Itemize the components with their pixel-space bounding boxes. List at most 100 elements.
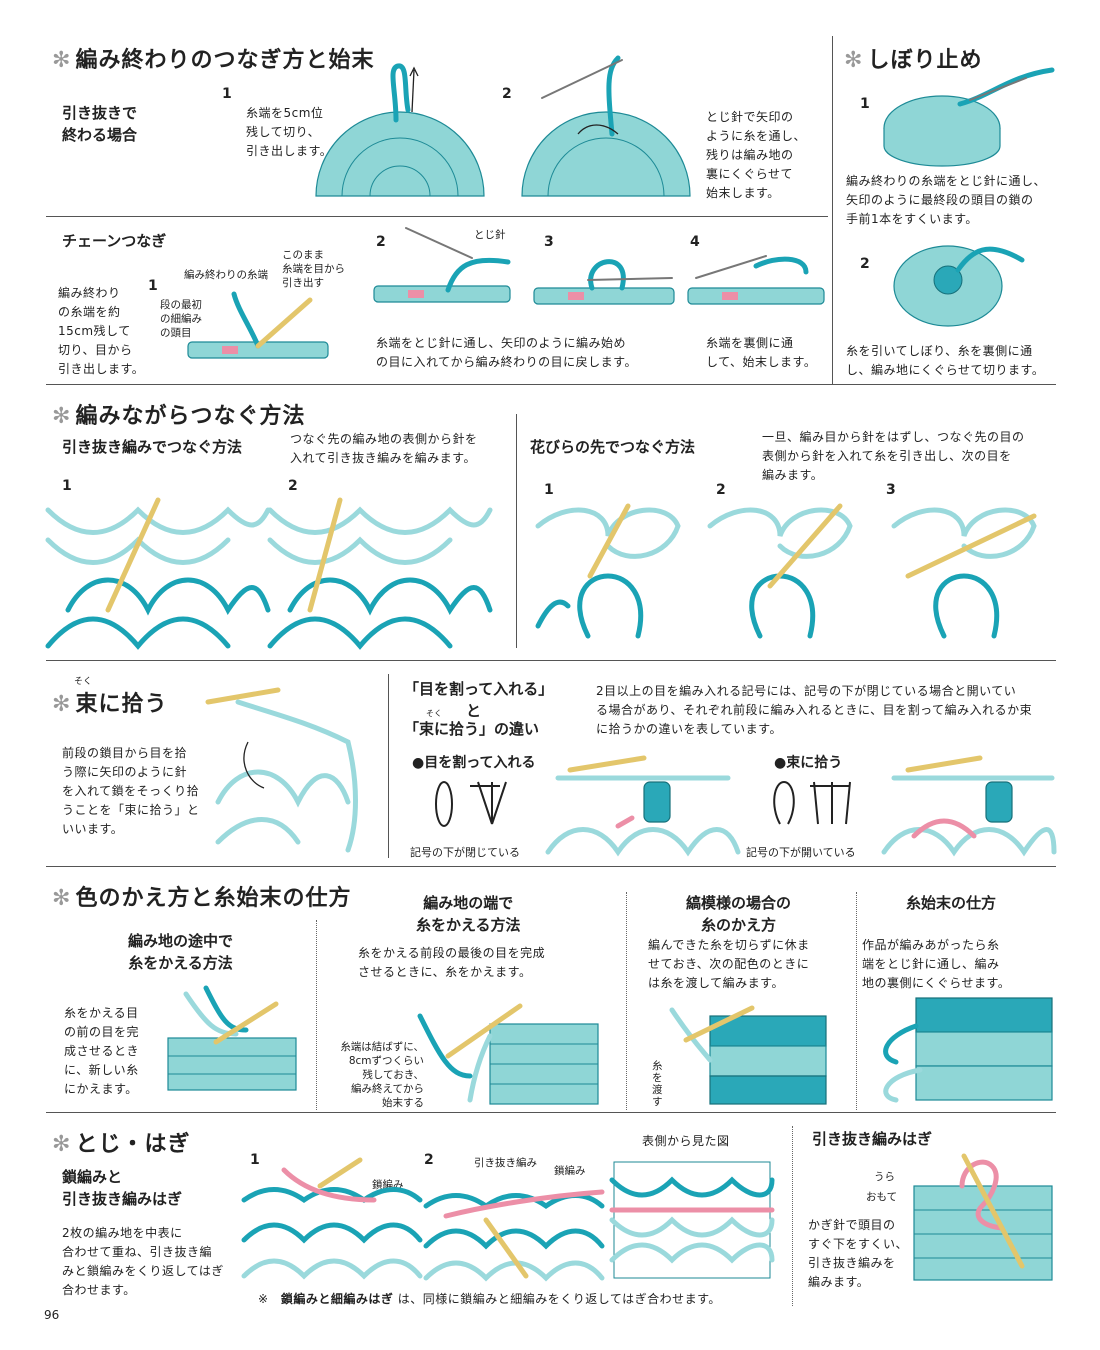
carry-yarn-label: 糸を渡す bbox=[652, 1060, 663, 1108]
subheading-stripe-change: 縞模様の場合の糸のかえ方 bbox=[686, 894, 792, 934]
divider bbox=[46, 216, 828, 217]
step-number: 2 bbox=[860, 256, 870, 272]
step-text: 編み終わりの糸端をとじ針に通し、矢印のように最終段の頭目の鎖の手前1本をすくいま… bbox=[846, 174, 1047, 226]
section-title-bundle: ✻束に拾う bbox=[52, 692, 168, 717]
slip-seam-illustration bbox=[913, 1153, 1053, 1281]
step-text: 糸端を裏側に通して、始末します。 bbox=[706, 336, 817, 369]
seam-step1-illustration bbox=[241, 1157, 423, 1280]
asterisk-icon: ✻ bbox=[844, 48, 864, 73]
divider bbox=[856, 892, 857, 1110]
step-number: 2 bbox=[716, 482, 726, 498]
label-keep-tail: このまま糸端を目から引き出す bbox=[282, 249, 345, 289]
petal-join-illustration-2 bbox=[707, 503, 853, 639]
section-title-color-change: ✻色のかえ方と糸始末の仕方 bbox=[52, 886, 352, 911]
caption-closed: 記号の下が閉じている bbox=[410, 846, 520, 859]
section-title-finishing: ✻編み終わりのつなぎ方と始末 bbox=[52, 48, 375, 73]
compare-text: 2目以上の目を編み入れる記号には、記号の下が閉じている場合と開いている場合があり… bbox=[596, 684, 1033, 736]
method-text: 糸をかえる前段の最後の目を完成させるときに、糸をかえます。 bbox=[358, 946, 546, 979]
label-slip: 引き抜き編み bbox=[474, 1157, 537, 1169]
page-number: 96 bbox=[44, 1308, 60, 1322]
ruby-text: そく bbox=[426, 709, 442, 718]
asterisk-icon: ✻ bbox=[52, 404, 72, 429]
asterisk-icon: ✻ bbox=[52, 692, 72, 717]
seam-text: 2枚の編み地を中表に合わせて重ね、引き抜き編みと鎖編みをくり返してはぎ合わせます… bbox=[62, 1226, 224, 1297]
divider bbox=[792, 1126, 793, 1306]
step-text: 糸を引いてしぼり、糸を裏側に通し、編み地にくぐらせて切ります。 bbox=[846, 344, 1045, 377]
front-view-illustration bbox=[609, 1161, 775, 1279]
net-join-illustration-1 bbox=[45, 497, 271, 650]
label-bundle: ●束に拾う bbox=[774, 755, 843, 771]
section-title-gather: ✻しぼり止め bbox=[844, 48, 983, 73]
bundle-stitch-illustration bbox=[881, 755, 1057, 857]
subheading-chain-slip-seam: 鎖編みと引き抜き編みはぎ bbox=[62, 1168, 183, 1208]
step-number: 3 bbox=[544, 234, 554, 250]
stripe-change-illustration bbox=[669, 1005, 827, 1105]
step-number: 2 bbox=[424, 1152, 434, 1168]
chain-step3-illustration bbox=[533, 259, 675, 305]
chain-step4-illustration bbox=[687, 255, 825, 305]
subheading-slip-seam: 引き抜き編みはぎ bbox=[812, 1130, 933, 1148]
chain-step1-illustration bbox=[187, 291, 329, 359]
divider bbox=[46, 660, 1056, 661]
step-number: 4 bbox=[690, 234, 700, 250]
divider bbox=[316, 920, 317, 1110]
compare-title: 「目を割って入れる」 と bbox=[404, 680, 554, 720]
asterisk-icon: ✻ bbox=[52, 886, 72, 911]
label-front: おもて bbox=[866, 1191, 898, 1203]
step-number: 1 bbox=[222, 86, 232, 102]
step-number: 1 bbox=[544, 482, 554, 498]
method-text: 糸をかえる目の前の目を完成させるときに、新しい糸にかえます。 bbox=[64, 1006, 140, 1096]
split-stitch-illustration bbox=[545, 755, 741, 857]
method-text: 一旦、編み目から針をはずし、つなぐ先の目の表側から針を入れて糸を引き出し、次の目… bbox=[762, 430, 1025, 482]
divider bbox=[46, 866, 1056, 867]
step-text: 糸端をとじ針に通し、矢印のように編み始めの目に入れてから編み終わりの目に戻します… bbox=[376, 336, 637, 369]
edge-change-note: 糸端は結ばずに、8cmずつくらい残しておき、編み終えてから始末する bbox=[340, 1041, 424, 1109]
label-needle: とじ針 bbox=[474, 229, 506, 241]
subheading-slip-finish: 引き抜きで終わる場合 bbox=[62, 104, 138, 144]
half-circle-needle-illustration bbox=[521, 55, 691, 197]
subheading-chain-join: チェーンつなぎ bbox=[62, 232, 167, 250]
bundle-pick-illustration bbox=[205, 687, 358, 853]
step-number: 2 bbox=[288, 478, 298, 494]
asterisk-icon: ✻ bbox=[52, 48, 72, 73]
bundle-text: 前段の鎖目から目を拾う際に矢印のように針を入れて鎖をそっくり拾うことを「束に拾う… bbox=[62, 746, 200, 836]
divider bbox=[516, 414, 517, 648]
gather-illustration-1 bbox=[883, 67, 1055, 167]
label-end-tail: 編み終わりの糸端 bbox=[184, 269, 268, 281]
step-text: とじ針で矢印のように糸を通し、残りは編み地の裏にくぐらせて始末します。 bbox=[706, 110, 807, 200]
divider bbox=[46, 1112, 1056, 1113]
divider bbox=[626, 892, 627, 1110]
caption-open: 記号の下が開いている bbox=[746, 846, 856, 859]
subheading-finish-yarn: 糸始末の仕方 bbox=[906, 894, 997, 912]
net-join-illustration-2 bbox=[267, 497, 493, 650]
mid-change-illustration bbox=[167, 985, 297, 1091]
seam-text: かぎ針で頭目のすぐ下をすくい、引き抜き編みを編みます。 bbox=[808, 1218, 909, 1289]
open-stitch-symbol bbox=[773, 781, 851, 825]
label-first-stitch: 段の最初の細編みの頭目 bbox=[160, 299, 202, 339]
petal-join-illustration-1 bbox=[535, 503, 681, 639]
subheading-petal-join: 花びらの先でつなぐ方法 bbox=[530, 438, 696, 456]
step-number: 2 bbox=[376, 234, 386, 250]
divider bbox=[388, 674, 389, 858]
step-number: 2 bbox=[502, 86, 512, 102]
divider bbox=[46, 384, 1056, 385]
front-view-caption: 表側から見た図 bbox=[642, 1134, 730, 1148]
label-back: うら bbox=[874, 1171, 895, 1183]
half-circle-illustration bbox=[315, 63, 485, 197]
finish-yarn-illustration bbox=[883, 997, 1053, 1103]
step-number: 1 bbox=[250, 1152, 260, 1168]
gather-illustration-2 bbox=[893, 245, 1025, 327]
subheading-mid-change: 編み地の途中で糸をかえる方法 bbox=[128, 932, 234, 972]
divider bbox=[832, 36, 833, 384]
asterisk-icon: ✻ bbox=[52, 1132, 72, 1157]
step-number: 1 bbox=[860, 96, 870, 112]
step-text: 糸端を5cm位残して切り、引き出します。 bbox=[246, 106, 333, 158]
section-title-seaming: ✻とじ・はぎ bbox=[52, 1132, 191, 1157]
ruby-text: そく bbox=[74, 677, 93, 687]
label-split-stitch: ●目を割って入れる bbox=[412, 755, 536, 771]
subheading-edge-change: 編み地の端で糸をかえる方法 bbox=[416, 894, 521, 934]
seam-step2-illustration bbox=[423, 1189, 605, 1282]
closed-stitch-symbol bbox=[435, 781, 507, 827]
petal-join-illustration-3 bbox=[891, 507, 1037, 639]
